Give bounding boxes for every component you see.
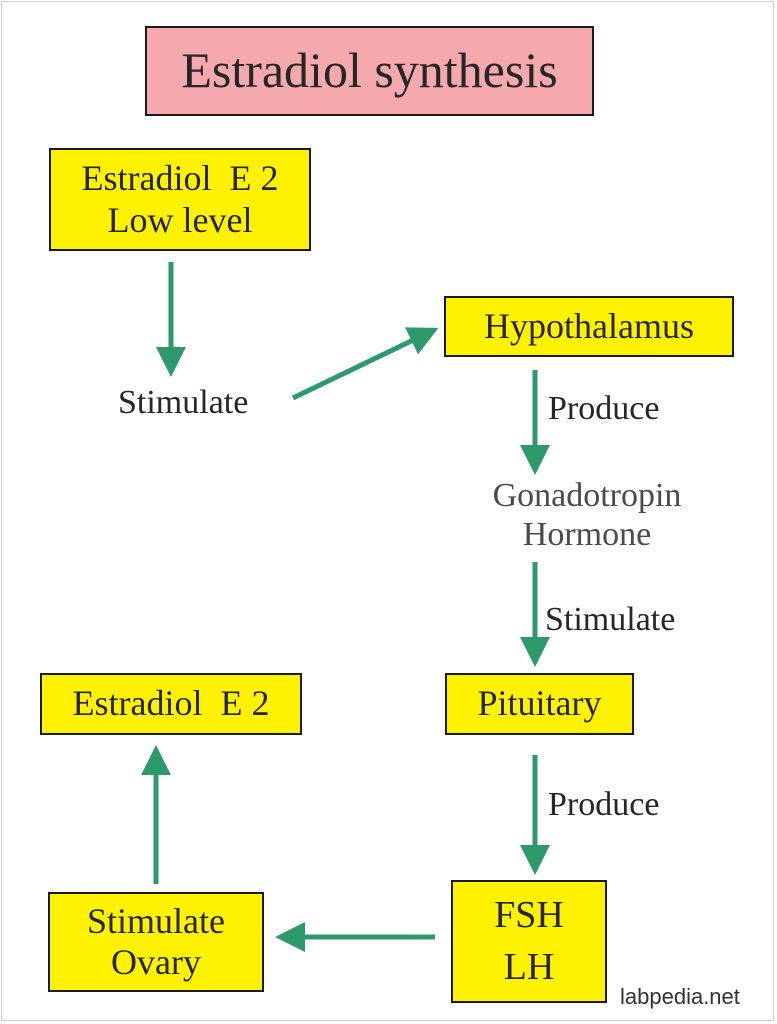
node-text-line: Ovary [111, 942, 201, 982]
node-text: Pituitary [477, 683, 602, 724]
node-pituitary: Pituitary [445, 673, 634, 735]
diagram-title: Estradiol synthesis [145, 26, 594, 116]
node-estradiol-low-level: Estradiol E 2 Low level [49, 148, 311, 251]
title-text: Estradiol synthesis [181, 42, 558, 99]
label-gonadotropin-hormone: Gonadotropin Hormone [462, 476, 712, 554]
label-produce-2: Produce [548, 786, 660, 823]
node-text-line: LH [503, 945, 555, 988]
node-hypothalamus: Hypothalamus [444, 296, 734, 357]
arrow-stimulate-to-hypothalamus [291, 327, 439, 401]
label-line: Hormone [522, 516, 652, 554]
node-text-line: Estradiol E 2 [81, 158, 279, 199]
label-produce-1: Produce [548, 390, 660, 427]
node-text: Hypothalamus [484, 305, 694, 346]
node-fsh-lh: FSH LH [451, 880, 607, 1003]
node-text-line: FSH [494, 894, 564, 937]
node-stimulate-ovary: Stimulate Ovary [48, 892, 264, 992]
label-stimulate-1: Stimulate [118, 384, 249, 421]
node-text: Estradiol E 2 [72, 683, 270, 724]
node-estradiol-e2: Estradiol E 2 [40, 673, 302, 735]
label-line: Gonadotropin [492, 477, 682, 514]
node-text-line: Stimulate [87, 900, 225, 941]
watermark-text: labpedia.net [620, 984, 740, 1009]
node-text-line: Low level [107, 199, 253, 240]
label-stimulate-2: Stimulate [545, 601, 676, 638]
